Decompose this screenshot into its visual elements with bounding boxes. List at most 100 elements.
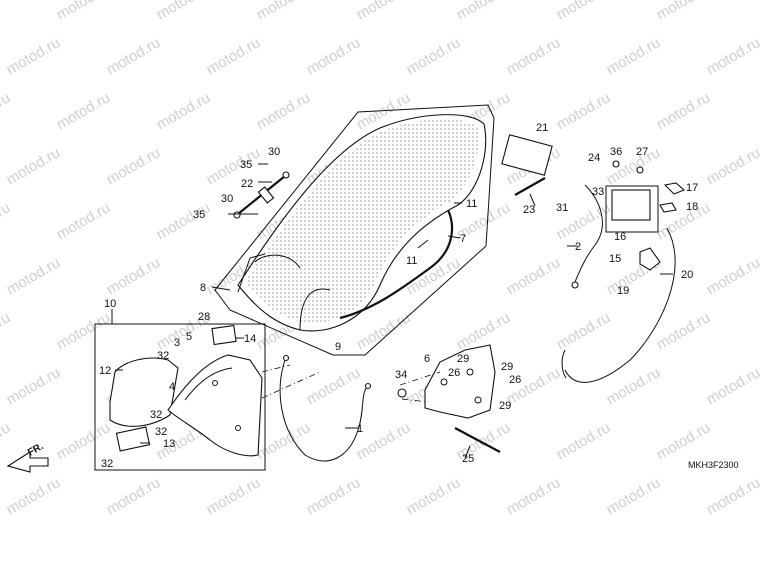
watermark-text: motod.ru: [654, 0, 714, 23]
watermark-text: motod.ru: [704, 474, 764, 518]
watermark-text: motod.ru: [154, 0, 214, 23]
callout-21: 21: [536, 122, 548, 134]
watermark-text: motod.ru: [204, 474, 264, 518]
watermark-text: motod.ru: [4, 364, 64, 408]
watermark-text: motod.ru: [404, 34, 464, 78]
watermark-text: motod.ru: [304, 474, 364, 518]
callout-22: 22: [241, 178, 253, 190]
watermark-text: motod.ru: [604, 474, 664, 518]
watermark-text: motod.ru: [104, 254, 164, 298]
watermark-text: motod.ru: [554, 419, 614, 463]
watermark-text: motod.ru: [454, 0, 514, 23]
callout-5: 5: [186, 331, 192, 343]
front-arrow: [6, 450, 49, 473]
watermark-text: motod.ru: [704, 254, 764, 298]
watermark-text: motod.ru: [554, 0, 614, 23]
callout-16: 16: [614, 231, 626, 243]
watermark-text: motod.ru: [254, 89, 314, 133]
callout-34: 34: [395, 369, 407, 381]
watermark-text: motod.ru: [0, 309, 13, 353]
release-cable: [574, 184, 603, 283]
long-bolt: [454, 427, 501, 453]
utility-tray: [109, 357, 179, 427]
callout-11-a: 11: [466, 198, 477, 210]
callout-33: 33: [592, 186, 604, 198]
seat-cable: [279, 359, 369, 462]
callout-26-a: 26: [448, 367, 460, 379]
rear-bracket: [424, 344, 496, 419]
watermark-text: motod.ru: [104, 34, 164, 78]
watermark-text: motod.ru: [204, 34, 264, 78]
callout-11-b: 11: [406, 255, 417, 267]
watermark-text: motod.ru: [704, 34, 764, 78]
watermark-text: motod.ru: [104, 144, 164, 188]
callout-31: 31: [556, 202, 568, 214]
watermark-text: motod.ru: [4, 34, 64, 78]
callout-10: 10: [104, 298, 116, 310]
callout-36: 36: [610, 146, 622, 158]
callout-20: 20: [681, 269, 693, 281]
long-cable-20: [564, 227, 676, 383]
watermark-text: motod.ru: [104, 474, 164, 518]
watermark-text: motod.ru: [54, 199, 114, 243]
seat-trim-strip: [339, 209, 454, 320]
callout-9: 9: [335, 341, 341, 353]
latch-plate: [115, 426, 151, 452]
watermark-text: motod.ru: [304, 34, 364, 78]
callout-28: 28: [198, 311, 210, 323]
watermark-text: motod.ru: [504, 34, 564, 78]
callout-7: 7: [460, 233, 466, 245]
callout-35-a: 35: [240, 159, 252, 171]
callout-12: 12: [99, 365, 111, 377]
watermark-text: motod.ru: [154, 199, 214, 243]
callout-30-b: 30: [221, 193, 233, 205]
callout-23: 23: [523, 204, 535, 216]
watermark-text: motod.ru: [54, 419, 114, 463]
callout-17: 17: [686, 182, 698, 194]
watermark-text: motod.ru: [4, 254, 64, 298]
callout-32-d: 32: [101, 458, 113, 470]
watermark-text: motod.ru: [354, 309, 414, 353]
watermark-text: motod.ru: [654, 309, 714, 353]
callout-4: 4: [169, 381, 175, 393]
watermark-text: motod.ru: [704, 144, 764, 188]
seat-assembly: [214, 104, 495, 356]
watermark-text: motod.ru: [0, 89, 13, 133]
callout-3: 3: [174, 337, 180, 349]
watermark-text: motod.ru: [254, 419, 314, 463]
bar-23: [514, 177, 546, 196]
watermark-text: motod.ru: [0, 419, 13, 463]
box-group-16: [605, 185, 659, 233]
watermark-text: motod.ru: [154, 89, 214, 133]
watermark-text: motod.ru: [54, 309, 114, 353]
callout-6: 6: [424, 353, 430, 365]
callout-15: 15: [609, 253, 621, 265]
callout-29-a: 29: [457, 353, 469, 365]
watermark-text: motod.ru: [0, 199, 13, 243]
callout-2: 2: [575, 241, 581, 253]
watermark-text: motod.ru: [304, 364, 364, 408]
callout-35-b: 35: [193, 209, 205, 221]
lock-mechanism: [611, 189, 651, 221]
callout-1: 1: [357, 423, 363, 435]
callout-32-b: 32: [150, 409, 162, 421]
callout-8: 8: [200, 282, 206, 294]
watermark-text: motod.ru: [54, 0, 114, 23]
watermark-text: motod.ru: [254, 0, 314, 23]
watermark-text: motod.ru: [0, 0, 13, 23]
callout-29-c: 29: [499, 400, 511, 412]
callout-29-b: 29: [501, 361, 513, 373]
nut: [397, 388, 407, 398]
watermark-text: motod.ru: [654, 89, 714, 133]
diagram-code: MKH3F2300: [688, 460, 739, 470]
watermark-text: motod.ru: [554, 89, 614, 133]
callout-26-b: 26: [509, 374, 521, 386]
callout-27: 27: [636, 146, 648, 158]
seat-bracket: [211, 324, 237, 346]
callout-32-a: 32: [157, 350, 169, 362]
watermark-text: motod.ru: [54, 89, 114, 133]
callout-32-c: 32: [155, 426, 167, 438]
callout-25: 25: [462, 453, 474, 465]
watermark-text: motod.ru: [204, 144, 264, 188]
